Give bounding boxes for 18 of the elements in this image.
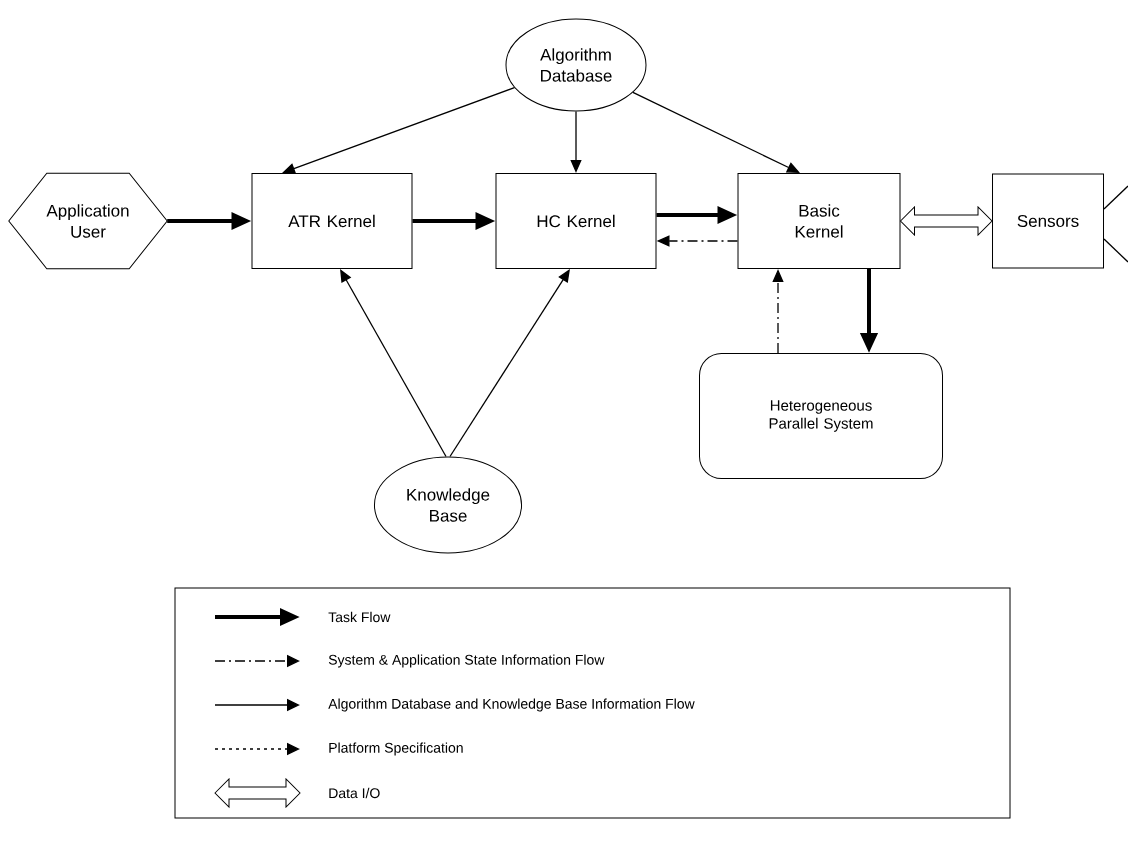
process-box: Basic Kernel <box>737 173 901 269</box>
process-box: Sensors <box>992 173 1104 269</box>
legend-label: Data I/O <box>329 787 380 799</box>
legend-label: System & Application State Information Flow <box>328 654 605 668</box>
arrow <box>340 269 447 458</box>
double-arrow <box>900 206 993 236</box>
process-box: HC Kernel <box>495 173 657 269</box>
ellipse-node: Algorithm Database <box>505 18 647 112</box>
hexagon-node: Application User <box>8 172 168 270</box>
rounded-box: Heterogeneous Parallel System <box>699 353 943 479</box>
arrow <box>449 269 570 458</box>
legend-label: Algorithm Database and Knowledge Base Information Flow <box>328 698 695 712</box>
arrow <box>282 86 516 174</box>
legend-label: Platform Specification <box>329 742 463 756</box>
arrow <box>632 91 800 173</box>
process-box: ATR Kernel <box>251 173 413 269</box>
legend-label: Task Flow <box>328 611 391 623</box>
ellipse-node: Knowledge Base <box>373 456 523 554</box>
